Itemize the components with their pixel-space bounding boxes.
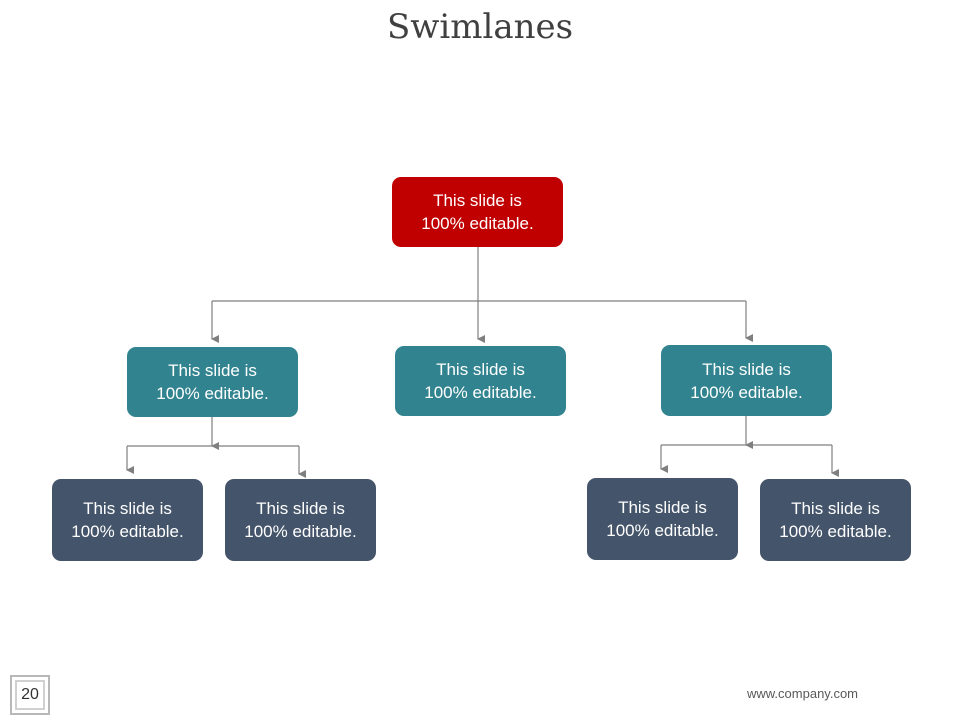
node-right-b-line2: 100% editable. bbox=[779, 522, 892, 541]
node-left-a-line1: This slide is bbox=[83, 499, 172, 518]
node-right-b[interactable]: This slide is 100% editable. bbox=[760, 479, 911, 561]
node-left-b[interactable]: This slide is 100% editable. bbox=[225, 479, 376, 561]
node-right-a[interactable]: This slide is 100% editable. bbox=[587, 478, 738, 560]
node-left-b-line1: This slide is bbox=[256, 499, 345, 518]
node-left[interactable]: This slide is 100% editable. bbox=[127, 347, 298, 417]
node-right-line2: 100% editable. bbox=[690, 382, 803, 402]
node-left-line2: 100% editable. bbox=[156, 384, 269, 403]
node-left-a-line2: 100% editable. bbox=[71, 522, 184, 541]
node-right-b-line1: This slide is bbox=[791, 499, 880, 518]
node-right[interactable]: This slide is 100% editable. bbox=[661, 345, 832, 416]
node-center-line1: This slide is bbox=[436, 360, 525, 379]
node-left-line1: This slide is bbox=[168, 361, 257, 380]
footer-url: www.company.com bbox=[746, 686, 858, 701]
node-root-line2: 100% editable. bbox=[421, 214, 534, 233]
slide-title: Swimlanes bbox=[386, 7, 574, 47]
node-right-a-line1: This slide is bbox=[618, 498, 707, 517]
page-number: 20 bbox=[10, 675, 50, 715]
node-center-line2: 100% editable. bbox=[424, 383, 537, 402]
node-center[interactable]: This slide is 100% editable. bbox=[395, 346, 566, 416]
node-right-line1: This slide is bbox=[702, 359, 791, 379]
node-left-b-line2: 100% editable. bbox=[244, 522, 357, 541]
node-left-a[interactable]: This slide is 100% editable. bbox=[52, 479, 203, 561]
node-right-a-line2: 100% editable. bbox=[606, 521, 719, 540]
node-root[interactable]: This slide is 100% editable. bbox=[392, 177, 563, 247]
node-root-line1: This slide is bbox=[433, 191, 522, 210]
